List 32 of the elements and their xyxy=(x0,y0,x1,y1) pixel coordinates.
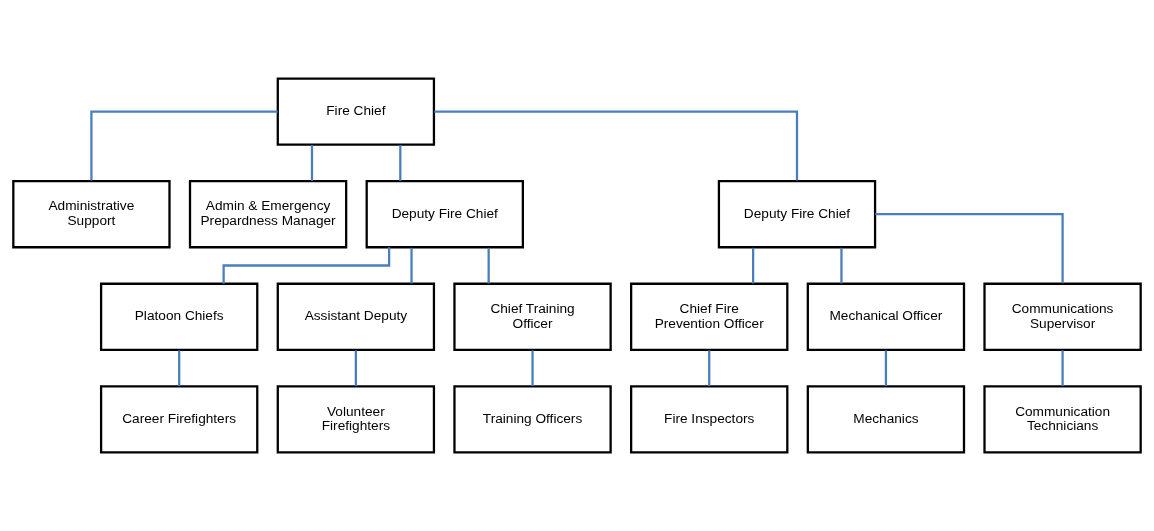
node-box: Communications Supervisor xyxy=(983,282,1142,351)
connector xyxy=(410,247,413,284)
connector xyxy=(354,350,357,387)
node-box: Admin & Emergency Prepardness Manager xyxy=(188,180,348,249)
connector xyxy=(751,247,755,284)
node-box: Mechanical Officer xyxy=(806,282,966,351)
node-box: Chief Fire Prevention Officer xyxy=(630,282,789,351)
node-box: Assistant Deputy xyxy=(276,282,436,351)
connector xyxy=(884,350,888,387)
connector xyxy=(310,145,314,181)
node-box: Volunteer Firefighters xyxy=(276,385,436,454)
node-box: Training Officers xyxy=(453,385,612,454)
connector xyxy=(840,247,843,284)
connector xyxy=(531,350,534,387)
node-box: Platoon Chiefs xyxy=(99,282,259,351)
connector xyxy=(90,110,278,181)
connector xyxy=(487,247,490,284)
node-box: Deputy Fire Chief xyxy=(365,180,524,249)
connector xyxy=(434,110,799,181)
connector xyxy=(399,145,402,181)
node-box: Fire Chief xyxy=(276,77,436,146)
node-box: Communication Technicians xyxy=(983,385,1142,454)
node-box: Career Firefighters xyxy=(99,385,259,454)
node-box: Fire Inspectors xyxy=(630,385,789,454)
node-box: Mechanics xyxy=(806,385,966,454)
connector xyxy=(875,213,1064,284)
connector xyxy=(708,350,711,387)
connector xyxy=(178,350,181,387)
node-box: Chief Training Officer xyxy=(453,282,612,351)
node-box: Deputy Fire Chief xyxy=(717,180,877,249)
node-box: Administrative Support xyxy=(12,180,171,249)
connector xyxy=(1061,350,1064,387)
